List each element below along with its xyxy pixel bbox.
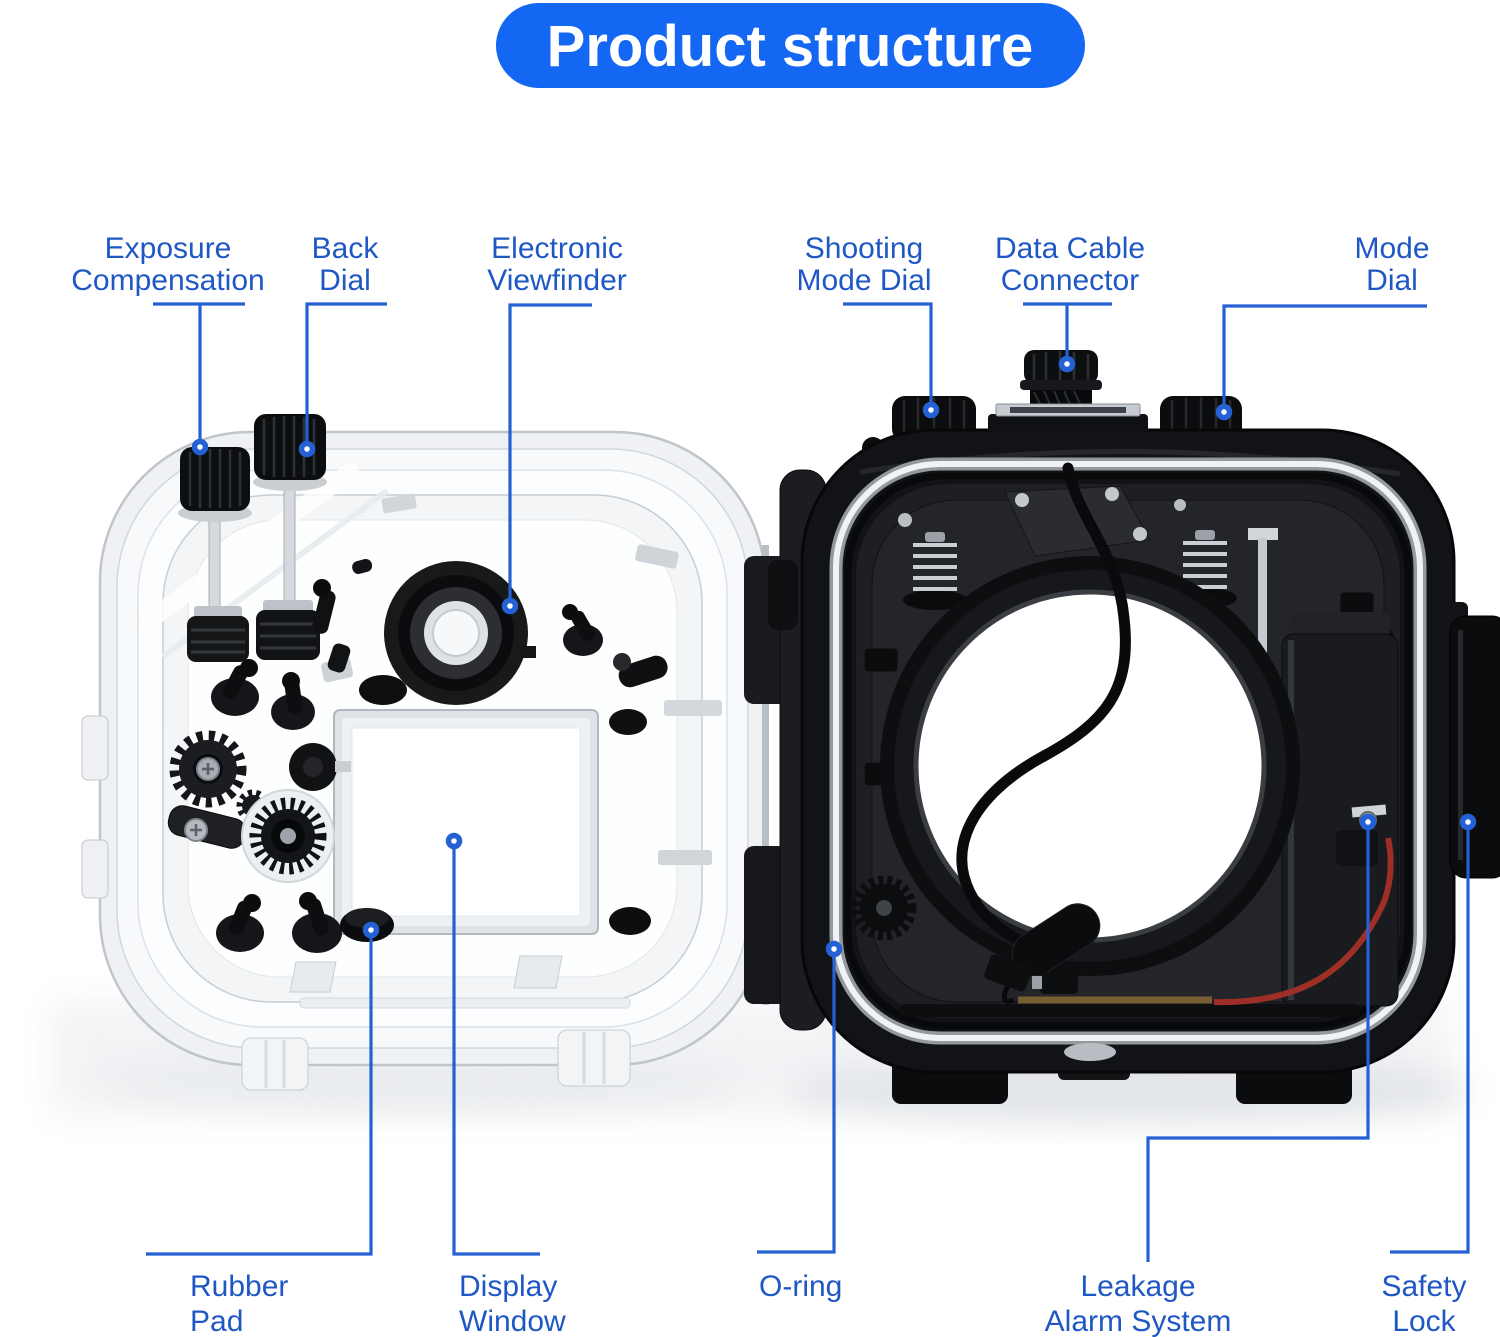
title-pill — [496, 3, 1085, 88]
title-banner: Product structure — [496, 3, 1085, 88]
marker-o-ring — [825, 940, 843, 958]
label-safety-lock-line2: Lock — [1392, 1305, 1456, 1337]
marker-dots — [191, 355, 1477, 958]
leader-leakage-alarm-system — [1146, 830, 1370, 1262]
label-data-cable-connector-line2: Connector — [1001, 264, 1139, 297]
label-rubber-pad-line1: Rubber — [190, 1270, 288, 1303]
glass-highlight — [141, 463, 359, 629]
clear-back-door-illustration — [81, 414, 788, 1091]
red-wire — [1213, 837, 1394, 1006]
back-dial-knob — [253, 414, 327, 491]
marker-rubber-pad — [362, 921, 380, 939]
label-electronic-viewfinder-line1: Electronic — [491, 232, 623, 265]
leader-exposure-compensation — [153, 302, 245, 441]
exposure-compensation-knob — [178, 447, 252, 522]
door-feet — [241, 955, 631, 1091]
label-electronic-viewfinder-line2: Viewfinder — [487, 264, 627, 297]
o-ring-seal — [829, 457, 1427, 1045]
interior-clips — [381, 493, 722, 865]
gear-train — [167, 730, 335, 883]
hinge — [744, 545, 788, 1005]
marker-display-window — [445, 832, 463, 850]
part-labels: Exposure Compensation Back Dial Electron… — [71, 232, 1466, 1337]
label-shooting-mode-dial-line1: Shooting — [805, 232, 923, 265]
cavity-gear — [851, 875, 917, 941]
label-exposure-compensation-line2: Compensation — [71, 264, 264, 297]
latch-tab — [81, 715, 109, 781]
marker-safety-lock — [1459, 813, 1477, 831]
leader-safety-lock — [1390, 830, 1470, 1254]
label-o-ring: O-ring — [759, 1270, 842, 1303]
marker-shooting-mode-dial — [922, 401, 940, 419]
lens-opening — [880, 556, 1300, 976]
leader-lines — [146, 302, 1470, 1262]
marker-data-cable-connector — [1058, 355, 1076, 373]
marker-electronic-viewfinder — [501, 597, 519, 615]
label-back-dial-line1: Back — [312, 232, 380, 265]
leader-shooting-mode-dial — [843, 302, 933, 403]
top-bracket — [898, 485, 1186, 557]
marker-back-dial — [298, 440, 316, 458]
label-back-dial-line2: Dial — [319, 264, 371, 297]
latch-tab — [81, 839, 109, 899]
electronic-viewfinder-port — [384, 561, 536, 705]
label-display-window-line2: Window — [459, 1305, 566, 1337]
leader-electronic-viewfinder — [508, 303, 592, 599]
marker-mode-dial — [1215, 403, 1233, 421]
door-buttons — [211, 558, 668, 953]
label-mode-dial-line1: Mode — [1354, 232, 1429, 265]
safety-lock-lever — [1442, 602, 1500, 879]
leader-mode-dial — [1222, 304, 1427, 405]
label-leakage-alarm-system-line1: Leakage — [1080, 1270, 1195, 1303]
accessory-shoe — [988, 403, 1148, 432]
label-mode-dial-line2: Dial — [1366, 264, 1418, 297]
label-rubber-pad-line2: Pad — [190, 1305, 243, 1337]
display-window — [333, 709, 599, 935]
label-display-window-line1: Display — [459, 1270, 557, 1303]
knob-shafts — [187, 487, 320, 662]
label-shooting-mode-dial-line2: Mode Dial — [796, 264, 931, 297]
leader-back-dial — [305, 302, 387, 443]
leader-rubber-pad — [146, 938, 373, 1256]
leader-o-ring — [757, 957, 836, 1254]
leader-data-cable-connector — [1023, 302, 1112, 357]
page-title: Product structure — [547, 14, 1034, 79]
leader-display-window — [452, 849, 540, 1256]
tripod-screw — [1064, 1043, 1116, 1061]
label-exposure-compensation-line1: Exposure — [105, 232, 232, 265]
label-data-cable-connector-line1: Data Cable — [995, 232, 1145, 265]
marker-exposure-compensation — [191, 438, 209, 456]
label-leakage-alarm-system-line2: Alarm System — [1045, 1305, 1232, 1337]
data-cable — [956, 462, 1131, 1004]
marker-leakage-alarm-system — [1359, 813, 1377, 831]
label-safety-lock-line1: Safety — [1381, 1270, 1466, 1303]
front-housing-illustration — [768, 350, 1500, 1104]
